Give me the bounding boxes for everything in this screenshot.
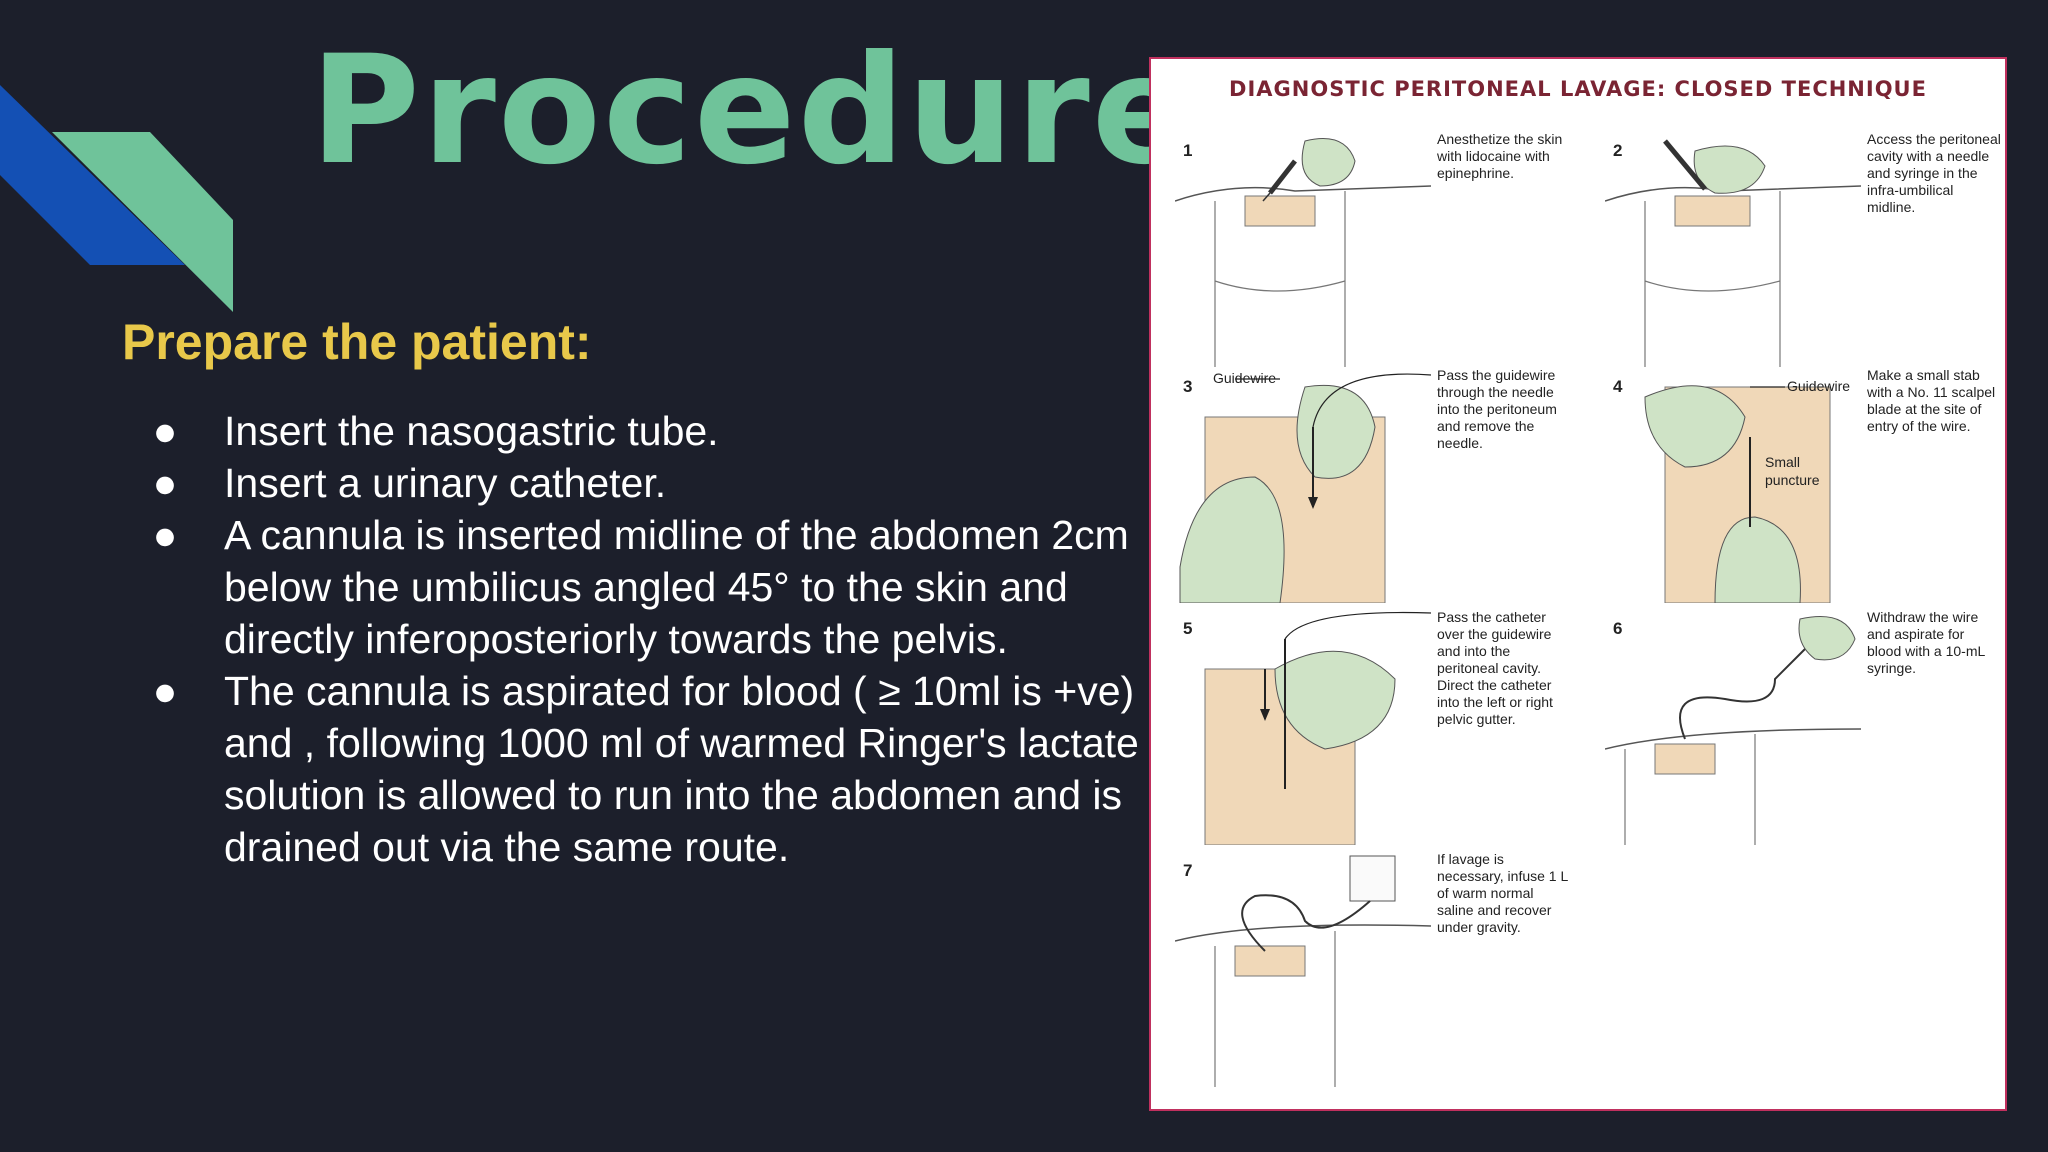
bullet-text: The cannula is aspirated for blood ( ≥ 1…: [224, 668, 1139, 870]
step-caption: Anesthetize the skin with lidocaine with…: [1437, 131, 1563, 181]
step-number: 3: [1183, 377, 1193, 396]
step-caption: Pass the catheter over the guidewire and…: [1437, 609, 1553, 727]
step-3-illustration: Guidewire: [1179, 370, 1431, 603]
step-6-illustration: [1605, 616, 1861, 845]
step-number: 7: [1183, 861, 1193, 880]
bullet-item: ● A cannula is inserted midline of the ab…: [150, 509, 1140, 665]
figure-step-2: 2 Access the peritoneal cavity with a ne…: [1587, 131, 2015, 371]
step-7-illustration: [1175, 855, 1431, 1087]
guidewire-label: Guidewire: [1213, 370, 1276, 386]
bullet-text: Insert a urinary catheter.: [224, 460, 667, 506]
step-caption: Make a small stab with a No. 11 scalpel …: [1867, 367, 1996, 434]
blue-accent-stripe: [0, 85, 185, 265]
small-label: Small: [1765, 454, 1800, 470]
figure-step-5: 5 Pass the catheter over the guidewire a…: [1157, 609, 1585, 849]
step-1-illustration: [1175, 138, 1431, 367]
step-number: 6: [1613, 619, 1623, 638]
bullet-dot: ●: [152, 512, 178, 558]
step-number: 1: [1183, 141, 1193, 160]
step-number: 4: [1613, 377, 1623, 396]
procedure-figure: DIAGNOSTIC PERITONEAL LAVAGE: CLOSED TEC…: [1149, 57, 2007, 1111]
decorative-accent-shapes: [0, 85, 233, 312]
figure-step-3: 3 Guidewire Pass the guidewire through t…: [1157, 367, 1585, 607]
puncture-label: puncture: [1765, 472, 1820, 488]
step-2-illustration: [1605, 139, 1861, 367]
bullet-item: ● Insert the nasogastric tube.: [150, 405, 1140, 457]
step-4-illustration: Guidewire Small puncture: [1644, 378, 1850, 603]
bullet-text: Insert the nasogastric tube.: [224, 408, 719, 454]
bullet-dot: ●: [152, 460, 178, 506]
step-caption: Pass the guidewire through the needle in…: [1437, 367, 1557, 451]
figure-step-6: 6 Withdraw the wire and aspirate for blo…: [1587, 609, 2015, 849]
guidewire-label: Guidewire: [1787, 378, 1850, 394]
figure-step-4: 4 Guidewire Small puncture Make a small …: [1587, 367, 2015, 607]
bullet-item: ● The cannula is aspirated for blood ( ≥ …: [150, 665, 1140, 873]
slide-subtitle: Prepare the patient:: [122, 314, 592, 370]
bullet-dot: ●: [152, 668, 178, 714]
figure-step-1: 1 Anesthetize the skin with lidocaine wi…: [1157, 131, 1585, 371]
figure-title: DIAGNOSTIC PERITONEAL LAVAGE: CLOSED TEC…: [1229, 77, 1927, 101]
bullet-text: A cannula is inserted midline of the abd…: [224, 512, 1129, 662]
green-accent-stripe: [52, 132, 233, 312]
figure-step-7: 7 If lavage is necessary, infuse 1 L of …: [1157, 851, 1585, 1091]
step-caption: Access the peritoneal cavity with a need…: [1867, 131, 2001, 215]
bullet-item: ● Insert a urinary catheter.: [150, 457, 1140, 509]
bullet-list: ● Insert the nasogastric tube. ● Insert a …: [150, 405, 1140, 873]
step-caption: Withdraw the wire and aspirate for blood…: [1867, 609, 1985, 676]
step-number: 5: [1183, 619, 1193, 638]
slide-title: Procedure: [310, 24, 1196, 198]
step-caption: If lavage is necessary, infuse 1 L of wa…: [1437, 851, 1568, 935]
bullet-dot: ●: [152, 408, 178, 454]
step-number: 2: [1613, 141, 1623, 160]
step-5-illustration: [1204, 611, 1431, 845]
